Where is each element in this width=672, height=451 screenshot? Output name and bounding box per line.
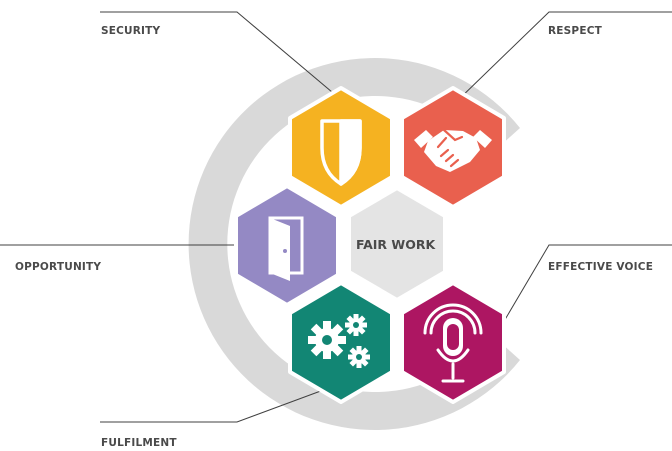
label-security: SECURITY [101,25,161,37]
microphone-icon [423,303,483,383]
leader-line-effective-voice [489,244,672,346]
label-fulfilment: FULFILMENT [101,437,177,449]
center-label: FAIR WORK [356,237,436,252]
handshake-icon [414,128,492,172]
label-opportunity: OPPORTUNITY [15,261,102,273]
hex-fair-work [347,186,447,302]
label-respect: RESPECT [548,25,602,37]
leader-line-respect [454,11,672,104]
leader-line-security [100,11,346,104]
shield-icon [320,119,362,186]
leader-line-fulfilment [100,381,346,423]
label-effective-voice: EFFECTIVE VOICE [548,261,654,273]
door-icon [268,216,304,281]
